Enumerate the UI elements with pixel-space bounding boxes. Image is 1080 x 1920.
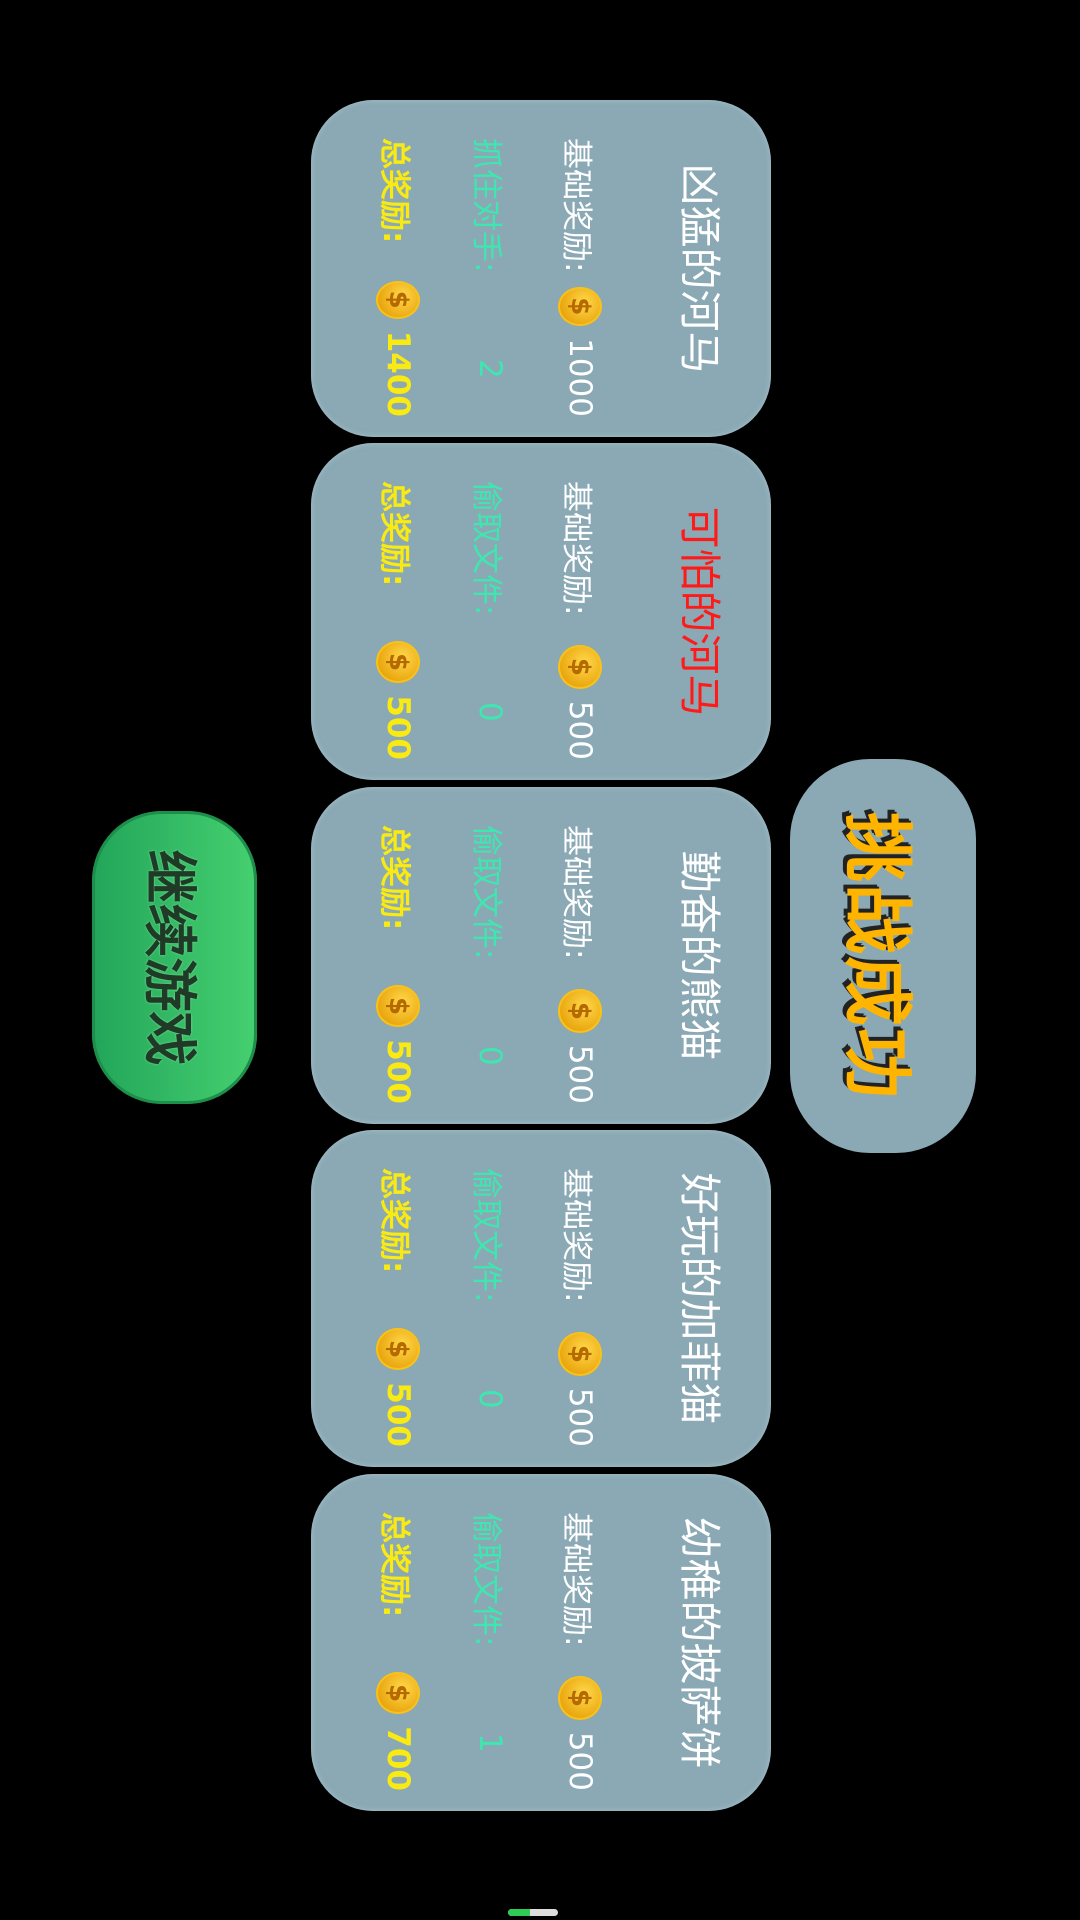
coin-icon: $ [558, 645, 602, 689]
coin-icon: $ [376, 1327, 420, 1371]
player-result-card: 勤奋的熊猫 基础奖励: $500 偷取文件: 0 总奖励: $500 [311, 787, 771, 1124]
player-name: 凶猛的河马 [675, 163, 724, 374]
total-reward-row: 总奖励: $1400 [376, 138, 420, 417]
total-reward-row: 总奖励: $500 [376, 481, 420, 760]
coin-icon: $ [558, 286, 602, 327]
player-name: 勤奋的熊猫 [675, 850, 724, 1061]
base-reward-label: 基础奖励: [558, 138, 595, 273]
bonus-value: 0 [472, 1389, 508, 1409]
player-result-card: 好玩的加菲猫 基础奖励: $500 偷取文件: 0 总奖励: $500 [311, 1130, 771, 1467]
total-reward-value: 700 [380, 1726, 416, 1791]
player-result-card: 幼稚的披萨饼 基础奖励: $500 偷取文件: 1 总奖励: $700 [311, 1474, 771, 1811]
player-name: 好玩的加菲猫 [675, 1172, 724, 1425]
player-result-card: 可怕的河马 基础奖励: $500 偷取文件: 0 总奖励: $500 [311, 443, 771, 780]
total-reward-label: 总奖励: [376, 481, 413, 587]
total-reward-value: 500 [380, 1039, 416, 1104]
total-reward-row: 总奖励: $500 [376, 825, 420, 1104]
base-reward-label: 基础奖励: [558, 1168, 595, 1303]
home-indicator [508, 1909, 558, 1916]
total-reward-row: 总奖励: $700 [376, 1512, 420, 1791]
bonus-row: 抓住对手: 2 [468, 138, 512, 417]
bonus-value: 2 [472, 359, 508, 379]
base-reward-label: 基础奖励: [558, 1512, 595, 1647]
coin-icon: $ [558, 1332, 602, 1376]
continue-label: 继续游戏 [138, 849, 201, 1066]
coin-icon: $ [376, 984, 420, 1028]
total-reward-value: 500 [380, 695, 416, 760]
total-reward-label: 总奖励: [376, 1512, 413, 1618]
coin-icon: $ [558, 989, 602, 1033]
banner-title: 挑战成功 [836, 812, 919, 1100]
total-reward-label: 总奖励: [376, 825, 413, 931]
base-reward-label: 基础奖励: [558, 481, 595, 616]
coin-icon: $ [376, 640, 420, 684]
base-reward-value: 1000 [562, 338, 598, 417]
player-name: 幼稚的披萨饼 [675, 1516, 724, 1769]
coin-icon: $ [558, 1676, 602, 1720]
base-reward-value: 500 [562, 1387, 598, 1447]
bonus-value: 1 [472, 1733, 508, 1753]
bonus-label: 偷取文件: [468, 825, 505, 960]
bonus-row: 偷取文件: 0 [468, 825, 512, 1104]
total-reward-row: 总奖励: $500 [376, 1168, 420, 1447]
base-reward-value: 500 [562, 700, 598, 760]
bonus-value: 0 [472, 702, 508, 722]
coin-icon: $ [376, 280, 420, 319]
player-name: 可怕的河马 [675, 506, 724, 717]
total-reward-value: 1400 [380, 330, 416, 417]
bonus-value: 0 [472, 1046, 508, 1066]
base-reward-value: 500 [562, 1044, 598, 1104]
base-reward-row: 基础奖励: $500 [558, 825, 602, 1104]
player-result-card: 凶猛的河马 基础奖励: $1000 抓住对手: 2 总奖励: $1400 [311, 100, 771, 437]
total-reward-label: 总奖励: [376, 1168, 413, 1274]
base-reward-row: 基础奖励: $500 [558, 1512, 602, 1791]
coin-icon: $ [376, 1671, 420, 1715]
bonus-label: 偷取文件: [468, 1512, 505, 1647]
total-reward-label: 总奖励: [376, 138, 413, 244]
base-reward-row: 基础奖励: $500 [558, 481, 602, 760]
continue-game-button[interactable]: 继续游戏 [92, 811, 257, 1104]
bonus-label: 抓住对手: [468, 138, 505, 273]
bonus-row: 偷取文件: 1 [468, 1512, 512, 1791]
bonus-label: 偷取文件: [468, 481, 505, 616]
base-reward-label: 基础奖励: [558, 825, 595, 960]
base-reward-value: 500 [562, 1731, 598, 1791]
base-reward-row: 基础奖励: $1000 [558, 138, 602, 417]
bonus-row: 偷取文件: 0 [468, 481, 512, 760]
base-reward-row: 基础奖励: $500 [558, 1168, 602, 1447]
bonus-label: 偷取文件: [468, 1168, 505, 1303]
total-reward-value: 500 [380, 1382, 416, 1447]
bonus-row: 偷取文件: 0 [468, 1168, 512, 1447]
challenge-success-banner: 挑战成功 [790, 759, 976, 1153]
